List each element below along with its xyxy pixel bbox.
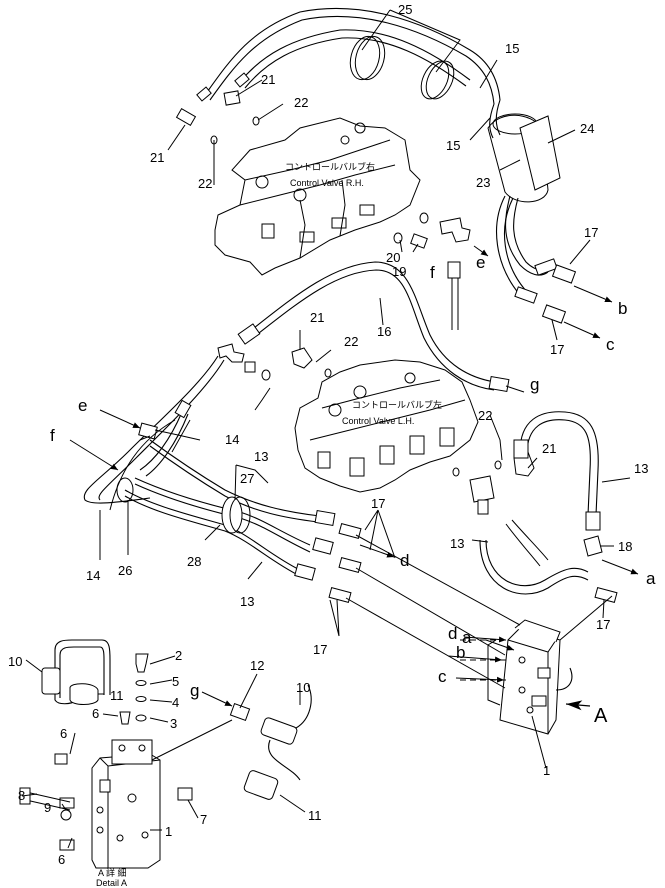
part-label-1: 1 <box>165 824 172 839</box>
part-label-17: 17 <box>371 496 385 511</box>
part-label-15: 15 <box>446 138 460 153</box>
part-label-20: 20 <box>386 250 400 265</box>
detail-a-block <box>91 739 161 869</box>
port-letter-c: c <box>438 667 447 686</box>
part-label-10: 10 <box>296 680 310 695</box>
part-label-28: 28 <box>187 554 201 569</box>
part-label-2: 2 <box>175 648 182 663</box>
hose-13-right <box>479 411 601 595</box>
port-letter-c: c <box>606 335 615 354</box>
port-letter-e: e <box>78 396 87 415</box>
part-label-22: 22 <box>478 408 492 423</box>
part-label-8: 8 <box>18 788 25 803</box>
part-label-21: 21 <box>150 150 164 165</box>
hose-bundle-left <box>83 355 336 581</box>
tube-line <box>345 597 506 689</box>
part-label-3: 3 <box>170 716 177 731</box>
port-letter-g: g <box>530 375 539 394</box>
part-label-22: 22 <box>198 176 212 191</box>
part-label-13: 13 <box>634 461 648 476</box>
detail-a-en: Detail A <box>96 878 127 888</box>
part-label-14: 14 <box>86 568 100 583</box>
tube-line <box>355 534 521 626</box>
part-label-21: 21 <box>310 310 324 325</box>
part-label-5: 5 <box>172 674 179 689</box>
detail-a-jp: A 詳 細 <box>98 867 127 878</box>
port-letter-d: d <box>448 624 457 643</box>
hose-16 <box>237 261 510 393</box>
valve-lh-jp-label: コントロールバルブ左 <box>352 399 442 410</box>
part-number-labels: 25 15 15 23 24 21 22 21 22 20 19 17 17 1… <box>8 2 648 867</box>
part-label-21: 21 <box>261 72 275 87</box>
port-letter-d: d <box>400 551 409 570</box>
part-label-19: 19 <box>392 264 406 279</box>
port-letter-f: f <box>430 263 435 282</box>
part-label-15: 15 <box>505 41 519 56</box>
part-label-12: 12 <box>250 658 264 673</box>
part-label-13: 13 <box>450 536 464 551</box>
port-letter-g: g <box>190 681 199 700</box>
valve-lh-en-label: Control Valve L.H. <box>342 416 414 426</box>
leader-lines <box>21 9 631 849</box>
part-label-10: 10 <box>8 654 22 669</box>
part-label-13: 13 <box>240 594 254 609</box>
port-letter-b: b <box>456 643 465 662</box>
part-label-7: 7 <box>200 812 207 827</box>
part-label-18: 18 <box>618 539 632 554</box>
part-label-4: 4 <box>172 695 179 710</box>
port-letter-f: f <box>50 426 55 445</box>
part-label-11: 11 <box>110 688 124 703</box>
part-label-11: 11 <box>308 808 322 823</box>
hose-assembly-upper <box>196 7 501 105</box>
control-valve-rh: コントロールバルブ右 Control Valve R.H. <box>214 117 421 276</box>
part-label-17: 17 <box>584 225 598 240</box>
tube-line <box>355 567 506 656</box>
port-letter-a: a <box>462 628 472 647</box>
valve-rh-en-label: Control Valve R.H. <box>290 178 364 188</box>
part-label-22: 22 <box>294 95 308 110</box>
part-label-22: 22 <box>344 334 358 349</box>
part-label-26: 26 <box>118 563 132 578</box>
part-label-21: 21 <box>542 441 556 456</box>
view-letter-a: A <box>594 705 608 727</box>
part-label-13: 13 <box>254 449 268 464</box>
part-label-16: 16 <box>377 324 391 339</box>
part-label-23: 23 <box>476 175 490 190</box>
pilot-valve-block <box>487 619 573 735</box>
part-label-6: 6 <box>92 706 99 721</box>
detail-a-caption: A 詳 細 Detail A <box>96 867 127 888</box>
part-label-25: 25 <box>398 2 412 17</box>
view-arrow-a <box>565 700 591 711</box>
pressure-switch <box>243 684 312 800</box>
part-label-24: 24 <box>580 121 594 136</box>
port-letter-labels: e f b c g e f d a a d b c g A <box>50 253 656 727</box>
lh-valve-fittings <box>217 343 603 557</box>
port-arrows <box>69 245 639 707</box>
part-label-1: 1 <box>543 763 550 778</box>
part-label-9: 9 <box>44 800 51 815</box>
port-letter-b: b <box>618 299 627 318</box>
port-letter-e: e <box>476 253 485 272</box>
port-letter-a: a <box>646 569 656 588</box>
valve-rh-jp-label: コントロールバルブ右 <box>285 161 375 172</box>
part-label-17: 17 <box>596 617 610 632</box>
part-label-6: 6 <box>58 852 65 867</box>
label-tag <box>519 115 561 191</box>
fittings-17 <box>328 522 618 604</box>
fitting-12 <box>151 702 251 761</box>
control-valve-lh: コントロールバルブ左 Control Valve L.H. <box>294 359 479 493</box>
part-label-17: 17 <box>313 642 327 657</box>
part-label-14: 14 <box>225 432 239 447</box>
rh-valve-fittings <box>175 90 577 330</box>
part-label-27: 27 <box>240 471 254 486</box>
part-label-6: 6 <box>60 726 67 741</box>
part-label-17: 17 <box>550 342 564 357</box>
